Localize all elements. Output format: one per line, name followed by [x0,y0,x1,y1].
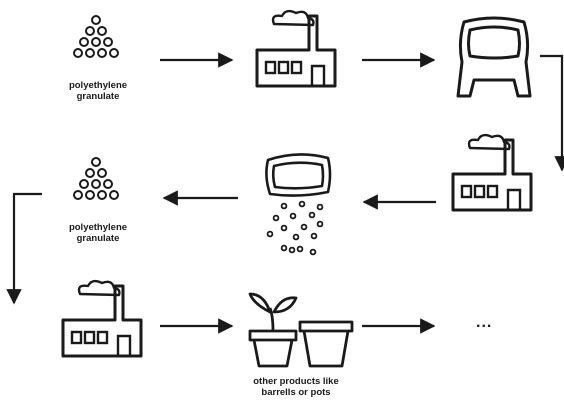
factory-icon-2 [451,133,533,212]
continuation-ellipsis: ... [476,314,493,331]
pots-icon [248,292,354,368]
chair-icon [456,16,532,98]
granulate-label-2: polyethylene granulate [52,222,144,244]
factory-icon-1 [255,9,337,88]
products-label: other products like barrells or pots [236,376,356,398]
granulate-icon-2 [73,157,119,200]
connector-granulate-to-factory [6,192,42,305]
factory-icon-3 [61,279,143,358]
products-label-line1: other products like [253,376,339,387]
connector-chair-to-factory [540,54,564,172]
granulate-label-1-line1: polyethylene [68,80,128,91]
granulate-label-1-line2: granulate [76,91,120,102]
broken-chair-icon [265,153,332,256]
products-label-line2: barrells or pots [261,387,331,398]
granulate-label-2-line1: polyethylene [68,222,128,233]
granulate-label-2-line2: granulate [76,233,120,244]
granulate-icon-1 [73,15,119,58]
granulate-label-1: polyethylene granulate [52,80,144,102]
